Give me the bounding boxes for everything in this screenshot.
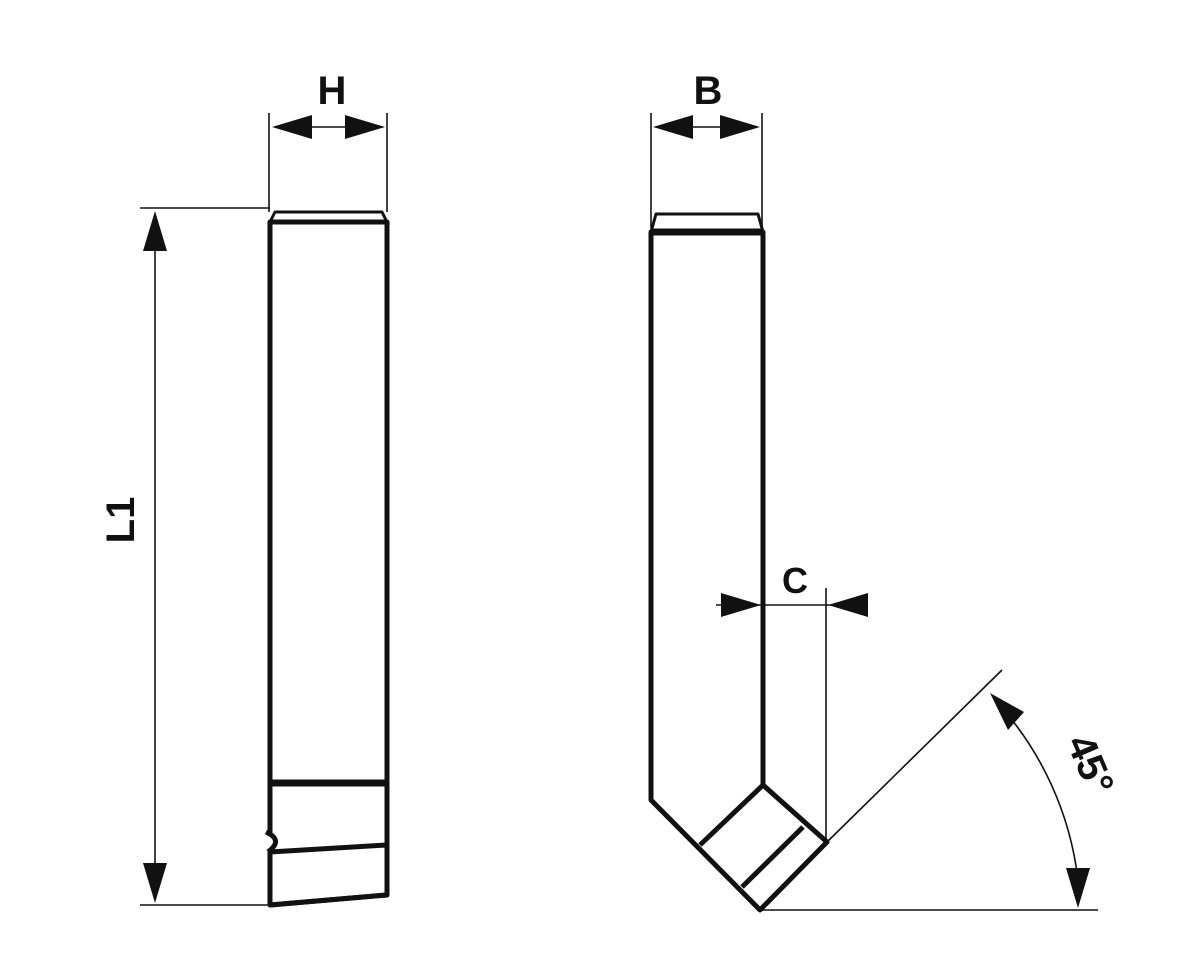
left-tool-body: [267, 219, 390, 908]
dimension-l1: L1: [99, 207, 270, 906]
arrow-left-icon: [653, 115, 693, 139]
insert-line: [269, 842, 388, 855]
left-tool-side-view: [264, 210, 390, 908]
right-tool-top-cap: [649, 212, 765, 233]
left-tool-bottom: [269, 892, 388, 908]
chip-notch: [264, 829, 278, 854]
arrow-right-icon: [345, 115, 385, 139]
label-l1: L1: [99, 497, 143, 544]
dimension-angle: 45°: [760, 669, 1122, 911]
arrow-left-icon: [828, 593, 868, 617]
insert-edge-line-2: [740, 825, 805, 889]
insert-edge-line: [698, 783, 765, 847]
left-tool-top-cap: [268, 210, 389, 223]
arrow-right-icon: [720, 115, 760, 139]
arrow-left-icon: [272, 115, 312, 139]
label-b: B: [694, 69, 723, 113]
label-c: C: [782, 560, 808, 601]
dimension-h: H: [268, 69, 388, 212]
arrow-right-icon: [721, 593, 761, 617]
label-h: H: [318, 69, 347, 113]
arrow-down-icon: [143, 863, 167, 903]
arrow-icon: [990, 693, 1024, 730]
dimension-c: C: [716, 560, 868, 842]
dimension-b: B: [650, 69, 763, 228]
arrow-up-icon: [143, 211, 167, 251]
label-angle: 45°: [1058, 728, 1122, 801]
arrow-down-icon: [1066, 868, 1090, 908]
